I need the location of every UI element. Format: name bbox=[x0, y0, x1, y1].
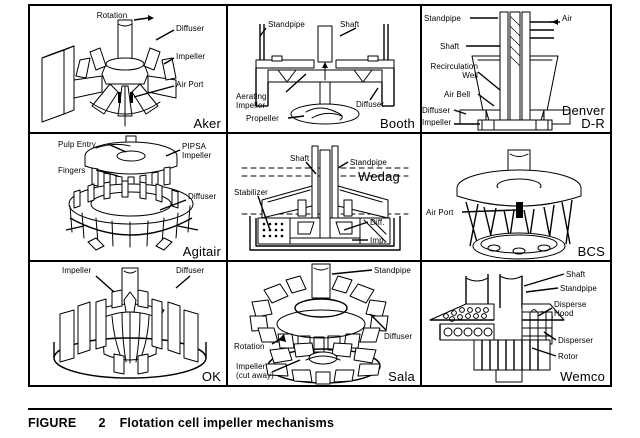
panel-wemco: Shaft Standpipe Disperse Hood Disperser … bbox=[420, 260, 610, 385]
panel-sala: Standpipe Diffuser Rotation Impeller (cu… bbox=[226, 260, 420, 385]
panel-ok: Impeller Diffuser OK bbox=[30, 260, 226, 385]
impeller-mechanism-grid: Rotation Diffuser Impeller Air Port Aker bbox=[28, 4, 612, 387]
label-diffuser-abbrev: Diff. bbox=[370, 218, 385, 227]
aker-drawing bbox=[41, 15, 177, 127]
label-standpipe: Standpipe bbox=[560, 284, 597, 293]
label-air-port: Air Port bbox=[426, 208, 454, 217]
agitair-drawing bbox=[65, 135, 199, 251]
label-fingers: Fingers bbox=[58, 166, 86, 175]
booth-leaders bbox=[259, 27, 379, 119]
label-standpipe: Standpipe bbox=[424, 14, 461, 23]
sala-drawing bbox=[249, 263, 389, 385]
sala-leaders bbox=[271, 269, 387, 373]
panel-aker: Rotation Diffuser Impeller Air Port Aker bbox=[30, 6, 226, 132]
aker-leaders bbox=[133, 29, 175, 98]
label-stabilizer: Stabilizer bbox=[234, 188, 268, 197]
label-air: Air bbox=[562, 14, 573, 23]
panel-brand-booth: Booth bbox=[380, 116, 415, 131]
caption-number: 2 bbox=[98, 416, 106, 430]
caption-title: Flotation cell impeller mechanisms bbox=[119, 416, 335, 430]
denver-drawing bbox=[459, 11, 571, 131]
label-diffuser: Diffuser bbox=[176, 24, 205, 33]
panel-bcs: Air Port BCS bbox=[420, 132, 610, 260]
label-impeller-cut-away: Impeller (cut away) bbox=[236, 362, 274, 380]
label-diffuser: Diffuser bbox=[384, 332, 413, 341]
panel-brand-wedag: Wedag bbox=[358, 169, 400, 184]
label-standpipe: Standpipe bbox=[350, 158, 387, 167]
label-diffuser: Diffuser bbox=[356, 100, 385, 109]
panel-denver-dr: Standpipe Air Shaft Recirculation Well A… bbox=[420, 6, 610, 132]
label-shaft: Shaft bbox=[340, 20, 360, 29]
caption-rule bbox=[28, 408, 612, 410]
wemco-leaders bbox=[523, 273, 565, 357]
label-shaft: Shaft bbox=[290, 154, 310, 163]
denver-leaders bbox=[453, 17, 560, 125]
label-diffuser: Diffuser bbox=[188, 192, 217, 201]
label-aerating-impeller: Aerating Impeller bbox=[236, 92, 267, 110]
panel-brand-denver: Denver D-R bbox=[561, 103, 605, 131]
panel-brand-ok: OK bbox=[201, 369, 221, 384]
caption-label: FIGURE bbox=[28, 416, 77, 430]
label-disperse-hood: Disperse Hood bbox=[554, 300, 587, 318]
figure-caption: FIGURE 2 Flotation cell impeller mechani… bbox=[28, 412, 612, 434]
label-diffuser: Diffuser bbox=[176, 266, 205, 275]
panel-brand-aker: Aker bbox=[193, 116, 221, 131]
label-impeller: Impeller bbox=[422, 118, 452, 127]
label-impeller: Impeller bbox=[62, 266, 92, 275]
panel-brand-bcs: BCS bbox=[577, 244, 605, 259]
ok-drawing bbox=[53, 267, 207, 379]
label-shaft: Shaft bbox=[566, 270, 586, 279]
label-pipsa-impeller: PIPSA Impeller bbox=[182, 142, 212, 160]
booth-drawing bbox=[255, 24, 395, 125]
label-recirculation-well: Recirculation Well bbox=[430, 62, 478, 80]
label-diffuser: Diffuser bbox=[422, 106, 451, 115]
bcs-drawing bbox=[456, 149, 582, 260]
label-standpipe: Standpipe bbox=[268, 20, 305, 29]
label-rotation: Rotation bbox=[96, 11, 128, 20]
label-propeller: Propeller bbox=[246, 114, 279, 123]
panel-wedag: Shaft Standpipe Stabilizer Diff. Imp. We… bbox=[226, 132, 420, 260]
panel-brand-sala: Sala bbox=[388, 369, 415, 384]
label-disperser: Disperser bbox=[558, 336, 594, 345]
panel-brand-agitair: Agitair bbox=[182, 244, 221, 259]
wedag-leaders bbox=[257, 161, 369, 241]
ok-leaders bbox=[95, 275, 191, 293]
label-air-port: Air Port bbox=[176, 80, 204, 89]
label-pulp-entry: Pulp Entry bbox=[58, 140, 96, 149]
panel-booth: Standpipe Shaft Aerating Impeller Propel… bbox=[226, 6, 420, 132]
label-impeller-abbrev: Imp. bbox=[370, 236, 386, 245]
label-rotation: Rotation bbox=[234, 342, 265, 351]
label-air-bell: Air Bell bbox=[444, 90, 471, 99]
label-standpipe: Standpipe bbox=[374, 266, 411, 275]
label-shaft: Shaft bbox=[440, 42, 460, 51]
bcs-leaders bbox=[461, 209, 517, 213]
wemco-drawing bbox=[429, 274, 565, 383]
panel-agitair: Pulp Entry PIPSA Impeller Fingers Diffus… bbox=[30, 132, 226, 260]
panel-brand-wemco: Wemco bbox=[560, 369, 605, 384]
label-impeller: Impeller bbox=[176, 52, 206, 61]
agitair-leaders bbox=[95, 143, 187, 211]
label-rotor: Rotor bbox=[558, 352, 579, 361]
